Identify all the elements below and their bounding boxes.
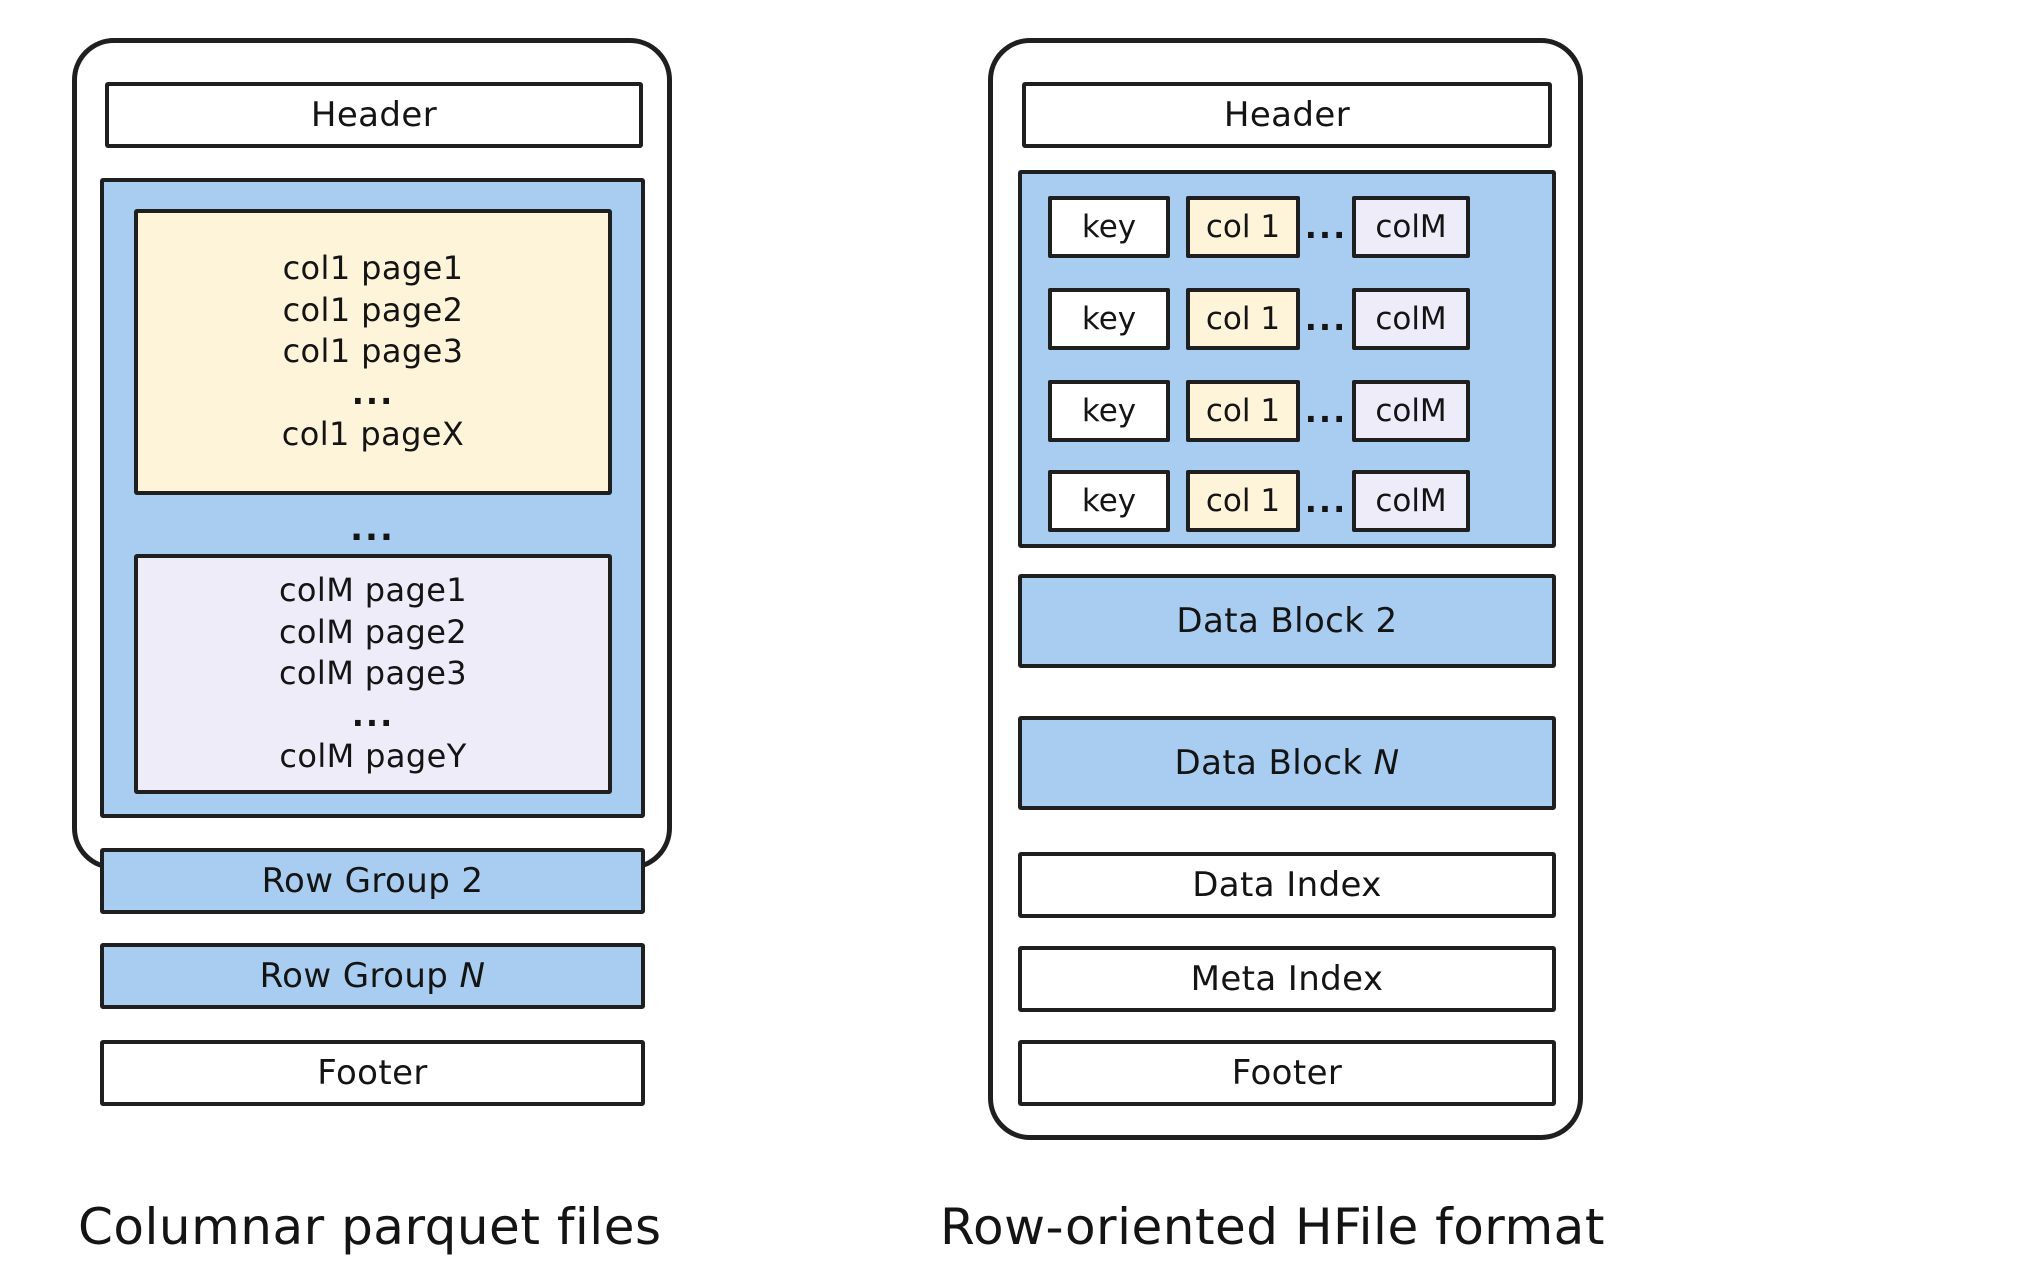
parquet-row-group-n-label: Row Group N bbox=[260, 956, 486, 996]
col1-page-line: col1 pageX bbox=[281, 415, 465, 454]
hfile-data-block-1: key col 1 ... colM key col 1 ... colM ke… bbox=[1018, 170, 1556, 548]
hfile-col1-cell: col 1 bbox=[1186, 470, 1300, 532]
parquet-column-chunks-ellipsis: ... bbox=[350, 509, 395, 549]
hfile-key-cell: key bbox=[1048, 196, 1170, 258]
hfile-key-cell: key bbox=[1048, 288, 1170, 350]
hfile-footer-block: Footer bbox=[1018, 1040, 1556, 1106]
col1-page-line: col1 page3 bbox=[282, 332, 464, 371]
hfile-colm-cell: colM bbox=[1352, 380, 1470, 442]
colm-page-line: colM page1 bbox=[278, 571, 468, 610]
hfile-caption: Row-oriented HFile format bbox=[940, 1198, 1605, 1256]
colm-page-line: colM pageY bbox=[279, 737, 467, 776]
hfile-data-index-label: Data Index bbox=[1192, 865, 1382, 905]
parquet-row-group-n-prefix: Row Group bbox=[259, 956, 460, 996]
parquet-header-block: Header bbox=[105, 82, 643, 148]
parquet-row-group-2: Row Group 2 bbox=[100, 848, 645, 914]
hfile-header-block: Header bbox=[1022, 82, 1552, 148]
parquet-row-group-1: col1 page1 col1 page2 col1 page3 ... col… bbox=[100, 178, 645, 818]
hfile-row-ellipsis: ... bbox=[1304, 392, 1348, 430]
parquet-row-group-n: Row Group N bbox=[100, 943, 645, 1009]
hfile-data-block-2-label: Data Block 2 bbox=[1176, 601, 1398, 641]
hfile-key-cell: key bbox=[1048, 470, 1170, 532]
hfile-kv-row: key col 1 ... colM bbox=[1048, 196, 1470, 258]
parquet-caption: Columnar parquet files bbox=[78, 1198, 662, 1256]
hfile-key-cell: key bbox=[1048, 380, 1170, 442]
parquet-row-group-n-index: N bbox=[459, 956, 486, 996]
hfile-row-ellipsis: ... bbox=[1304, 300, 1348, 338]
col1-page-line: col1 page1 bbox=[282, 249, 464, 288]
hfile-meta-index-block: Meta Index bbox=[1018, 946, 1556, 1012]
parquet-colm-chunk: colM page1 colM page2 colM page3 ... col… bbox=[134, 554, 612, 794]
hfile-col1-cell: col 1 bbox=[1186, 196, 1300, 258]
parquet-footer-label: Footer bbox=[317, 1053, 428, 1093]
hfile-kv-row: key col 1 ... colM bbox=[1048, 380, 1470, 442]
colm-page-line: colM page3 bbox=[278, 654, 468, 693]
parquet-row-group-2-label: Row Group 2 bbox=[261, 861, 484, 901]
hfile-header-label: Header bbox=[1223, 95, 1351, 135]
hfile-row-ellipsis: ... bbox=[1304, 208, 1348, 246]
hfile-colm-cell: colM bbox=[1352, 288, 1470, 350]
hfile-data-block-n-index: N bbox=[1373, 743, 1400, 783]
parquet-header-label: Header bbox=[310, 95, 438, 135]
hfile-col1-cell: col 1 bbox=[1186, 288, 1300, 350]
parquet-col1-chunk: col1 page1 col1 page2 col1 page3 ... col… bbox=[134, 209, 612, 495]
hfile-data-block-n-prefix: Data Block bbox=[1174, 743, 1374, 783]
colm-page-line: colM page2 bbox=[278, 612, 468, 651]
hfile-kv-row: key col 1 ... colM bbox=[1048, 470, 1470, 532]
hfile-row-ellipsis: ... bbox=[1304, 482, 1348, 520]
hfile-data-block-2: Data Block 2 bbox=[1018, 574, 1556, 668]
hfile-data-block-n: Data Block N bbox=[1018, 716, 1556, 810]
hfile-data-index-block: Data Index bbox=[1018, 852, 1556, 918]
parquet-footer-block: Footer bbox=[100, 1040, 645, 1106]
hfile-kv-row: key col 1 ... colM bbox=[1048, 288, 1470, 350]
hfile-col1-cell: col 1 bbox=[1186, 380, 1300, 442]
hfile-data-block-n-label: Data Block N bbox=[1175, 743, 1400, 783]
colm-pages-ellipsis: ... bbox=[351, 695, 395, 734]
col1-page-line: col1 page2 bbox=[282, 290, 464, 329]
col1-pages-ellipsis: ... bbox=[351, 373, 395, 412]
hfile-colm-cell: colM bbox=[1352, 196, 1470, 258]
hfile-footer-label: Footer bbox=[1231, 1053, 1343, 1093]
hfile-meta-index-label: Meta Index bbox=[1190, 959, 1384, 999]
hfile-colm-cell: colM bbox=[1352, 470, 1470, 532]
